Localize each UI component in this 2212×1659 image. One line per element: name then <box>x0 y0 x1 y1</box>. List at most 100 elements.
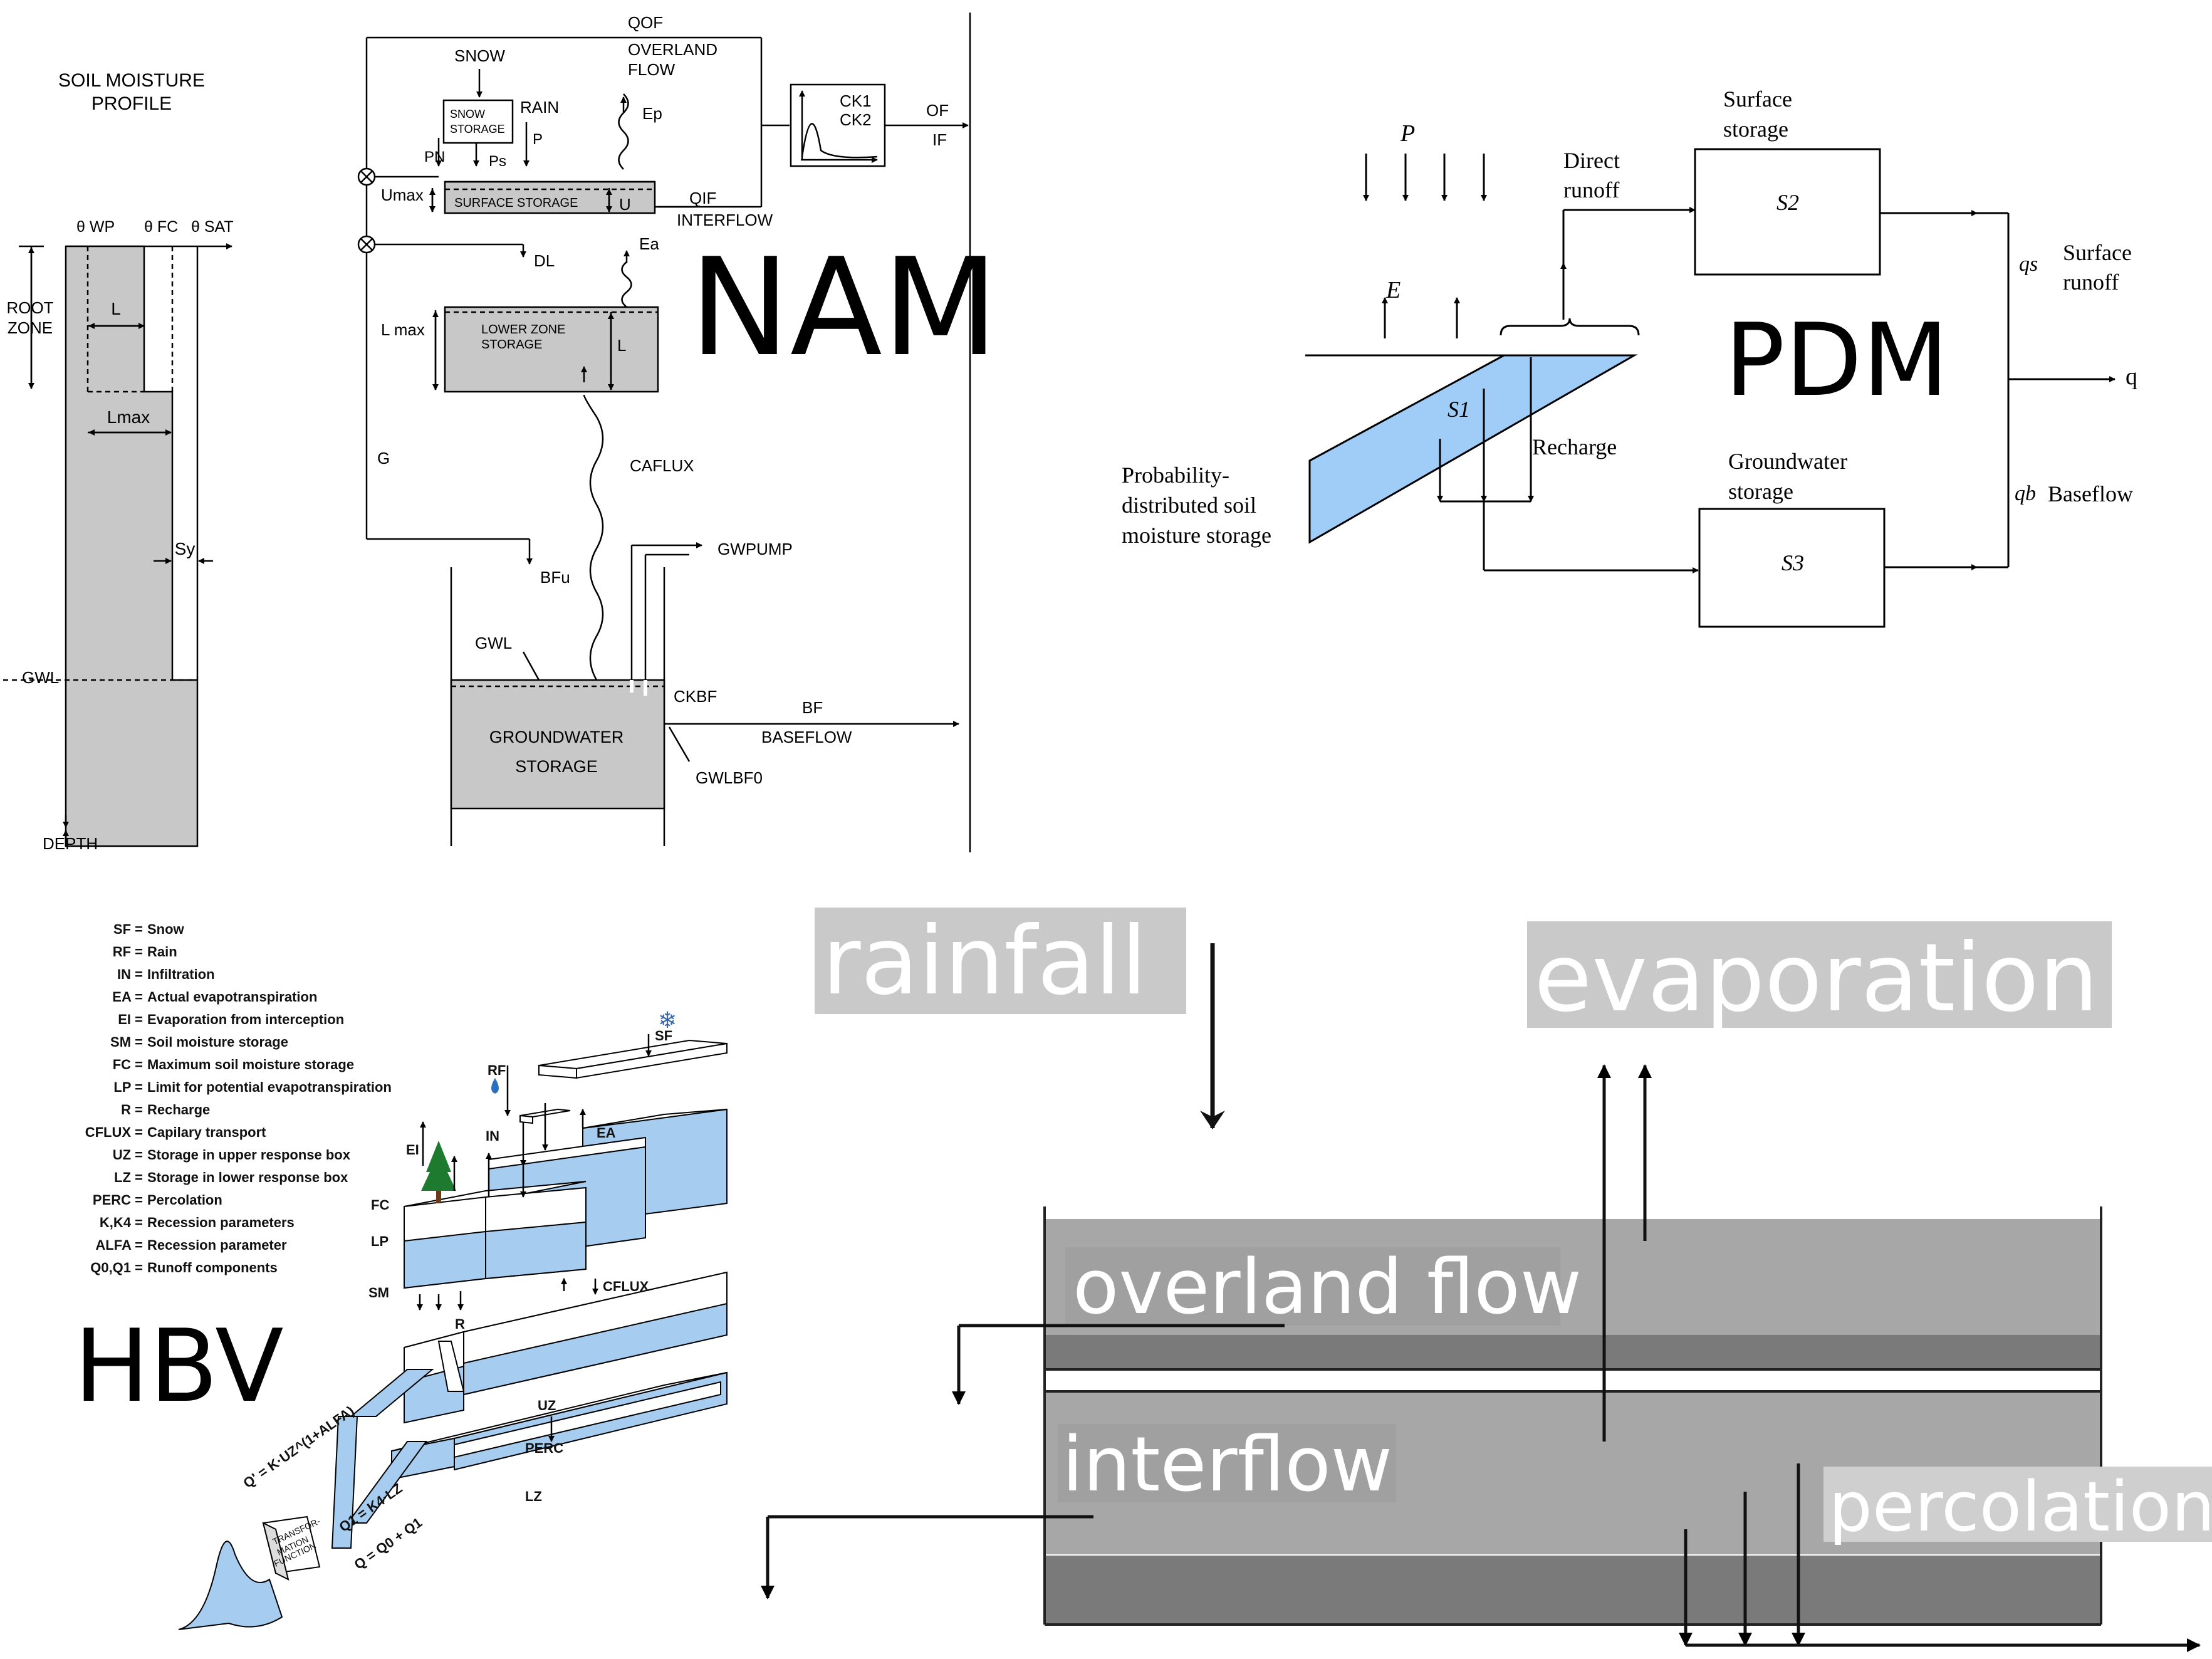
pdm-diagram: P E S1 Direct runoff Surface storage S2 … <box>1122 86 2137 628</box>
ep-wave <box>618 93 629 170</box>
hbv-cflux-label: CFLUX <box>603 1279 649 1294</box>
pn-label: PN <box>424 149 445 165</box>
prob-storage-label-2: distributed soil <box>1122 493 1256 518</box>
snowflake-icon: ❄ <box>658 1007 677 1033</box>
hbv-sm-label: SM <box>368 1285 389 1301</box>
pdm-e-label: E <box>1385 277 1401 303</box>
l-label: L <box>111 299 121 318</box>
bucket-diagram: rainfall evaporation overland flow inter… <box>761 907 2212 1652</box>
legend-key: LZ = <box>114 1170 143 1185</box>
hbv-ei-label: EI <box>406 1142 419 1158</box>
legend-value: Percolation <box>147 1192 222 1208</box>
gwl-left-label: GWL <box>22 668 59 687</box>
theta-fc-label: θ FC <box>144 218 178 236</box>
dl-label: DL <box>534 251 555 270</box>
interflow-label: INTERFLOW <box>677 211 773 229</box>
direct-runoff-label: Direct <box>1563 148 1620 173</box>
of-label: OF <box>926 101 949 120</box>
gw-storage-label-2: STORAGE <box>515 757 598 776</box>
evaporation-label-bg <box>1527 921 2112 1028</box>
bfu-label: BFu <box>540 568 570 587</box>
gw-storage-label: Groundwater <box>1728 449 1847 474</box>
s3-label: S3 <box>1782 550 1804 575</box>
overland-flow-label: overland flow <box>1073 1244 1582 1331</box>
umax-label: Umax <box>381 186 424 204</box>
overland-flow-label: OVERLAND <box>628 40 717 59</box>
lmax-lower-label: L max <box>381 320 425 339</box>
root-zone-label: ROOT <box>6 298 53 317</box>
theta-wp-label: θ WP <box>76 218 115 236</box>
nam-title: NAM <box>689 229 998 386</box>
l-lower-label: L <box>617 336 626 355</box>
surface-storage-label: Surface <box>1723 86 1792 112</box>
legend-value: Maximum soil moisture storage <box>147 1057 354 1072</box>
hbv-r-label: R <box>455 1316 465 1332</box>
depth-label: DEPTH <box>43 834 98 853</box>
lower-layer-dark <box>1045 1556 2101 1625</box>
q-label: q <box>2126 364 2137 390</box>
legend-value: Evaporation from interception <box>147 1012 344 1027</box>
legend-value: Recharge <box>147 1102 210 1117</box>
soil-profile-title: SOIL MOISTURE <box>58 70 205 91</box>
baseflow-label: BASEFLOW <box>761 728 852 746</box>
legend-value: Snow <box>147 921 185 937</box>
ckbf-label: CKBF <box>674 687 717 706</box>
baseflow-label: Baseflow <box>2048 481 2133 506</box>
percolation-label-bg <box>1823 1467 2212 1542</box>
caflux-wave <box>583 394 604 681</box>
snow-storage-label: SNOW <box>450 108 485 120</box>
surface-runoff-label-2: runoff <box>2063 270 2119 295</box>
legend-key: EA = <box>112 989 143 1005</box>
direct-runoff-label-2: runoff <box>1563 177 1619 202</box>
rain-label: RAIN <box>520 98 559 117</box>
hbv-sf-label: SF <box>655 1028 672 1044</box>
ps-label: Ps <box>489 153 506 170</box>
hbv-title: HBV <box>74 1307 284 1425</box>
hbv-fc-label: FC <box>371 1197 389 1213</box>
surface-storage-label-2: storage <box>1723 117 1788 142</box>
soil-moisture-storage <box>1308 354 1638 544</box>
legend-value: Actual evapotranspiration <box>147 989 317 1005</box>
legend-value: Storage in upper response box <box>147 1147 351 1163</box>
if-label: IF <box>932 130 947 149</box>
legend-key: SM = <box>110 1034 143 1050</box>
ep-label: Ep <box>642 104 662 123</box>
ck-label-2: CK2 <box>840 110 872 129</box>
gw-storage-label: GROUNDWATER <box>489 728 623 746</box>
hbv-rf-label: RF <box>488 1062 506 1078</box>
legend-key: EI = <box>118 1012 143 1027</box>
upper-layer-dark <box>1045 1335 2101 1368</box>
root-zone-label-2: ZONE <box>8 318 53 337</box>
qs-label: qs <box>2019 253 2038 276</box>
interflow-label-bg <box>1058 1424 1396 1502</box>
legend-key: SF = <box>113 921 143 937</box>
groundwater-box <box>450 679 665 810</box>
legend-key: PERC = <box>93 1192 143 1208</box>
groundwater-storage-box <box>1698 508 1886 628</box>
legend-key: K,K4 = <box>100 1215 143 1230</box>
p-label: P <box>533 131 543 148</box>
pdm-p-label: P <box>1400 120 1415 147</box>
s2-label: S2 <box>1776 190 1799 215</box>
lower-zone-label-2: STORAGE <box>481 338 542 352</box>
qof-label: QOF <box>628 13 663 32</box>
hbv-lp-label: LP <box>371 1233 389 1249</box>
soil-profile-title-2: PROFILE <box>91 93 172 114</box>
s1-label: S1 <box>1448 397 1470 422</box>
legend-key: Q0,Q1 = <box>90 1260 143 1275</box>
gw-storage-label-2: storage <box>1728 479 1793 504</box>
legend-key: R = <box>121 1102 143 1117</box>
qb-label: qb <box>2015 482 2036 505</box>
legend-value: Recession parameter <box>147 1237 287 1253</box>
bucket-gap <box>1046 1371 2100 1390</box>
nam-diagram: SOIL MOISTURE PROFILE θ WP θ FC θ SAT RO… <box>3 13 998 853</box>
overland-flow-label-2: FLOW <box>628 60 676 79</box>
lmax-label: Lmax <box>107 407 150 427</box>
percolation-label: percolation <box>1829 1467 2212 1547</box>
g-label: G <box>377 449 390 468</box>
surface-runoff-label: Surface <box>2063 240 2132 265</box>
gwlbf0-label: GWLBF0 <box>696 768 763 787</box>
surface-storage-box <box>1694 148 1881 276</box>
